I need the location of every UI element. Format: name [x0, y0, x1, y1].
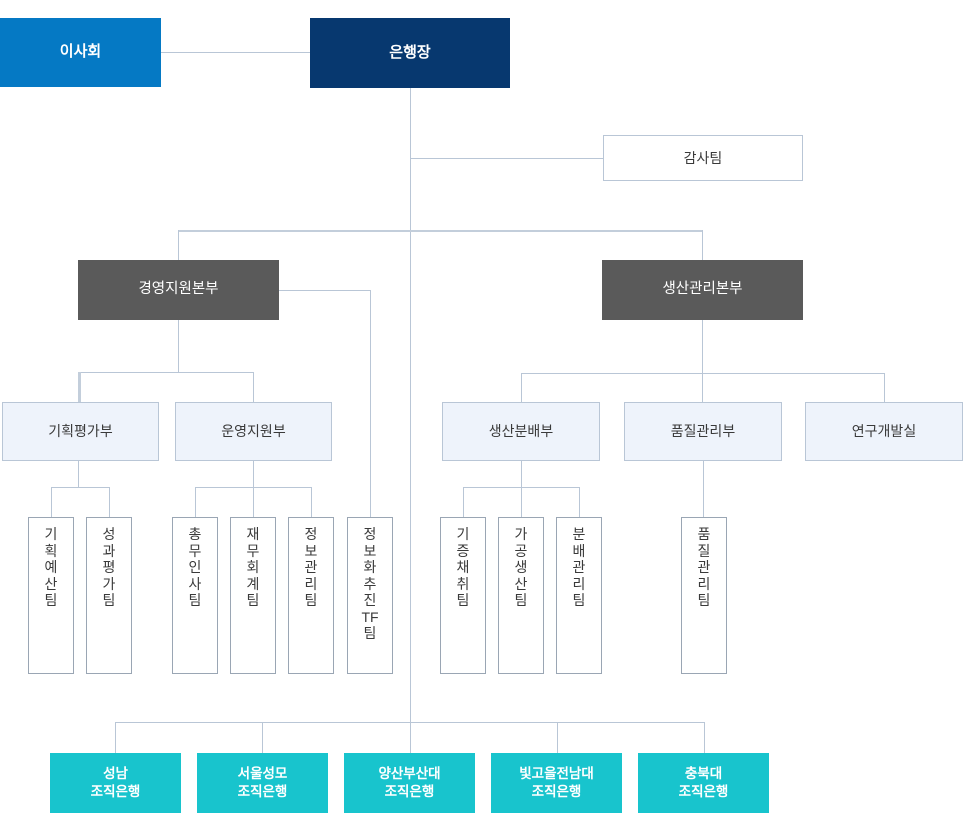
node-branch-seoul-st-marys-label: 서울성모 조직은행	[237, 765, 288, 799]
connector-left-dept-bus	[79, 372, 254, 373]
connector-team3-drop	[195, 487, 196, 517]
connector-right-division-drop	[702, 320, 703, 373]
node-department-production-distribution[interactable]: 생산분배부	[442, 402, 600, 461]
connector-team5-drop	[311, 487, 312, 517]
connector-branch4-drop	[557, 722, 558, 753]
node-branch-seongnam[interactable]: 성남 조직은행	[50, 753, 181, 813]
connector-right-dept3-drop	[884, 373, 885, 402]
node-ceo-label: 은행장	[389, 43, 431, 61]
connector-team8-drop	[521, 487, 522, 517]
connector-dept4-drop	[703, 461, 704, 517]
node-department-research-development-label: 연구개발실	[851, 423, 917, 440]
connector-division-bus	[178, 230, 703, 232]
connector-division-tf-vertical	[370, 290, 371, 517]
connector-left-dept2-drop	[253, 372, 254, 402]
connector-branch3-drop	[410, 722, 411, 753]
node-branch-bitgoeul-chonnam-national-label: 빛고을전남대 조직은행	[519, 765, 594, 799]
connector-team9-drop	[579, 487, 580, 517]
node-department-production-distribution-label: 생산분배부	[488, 423, 554, 440]
connector-right-dept2-drop	[702, 373, 703, 402]
connector-team4-drop	[253, 487, 254, 517]
node-division-management-support-label: 경영지원본부	[138, 281, 219, 298]
connector-right-dept1-drop	[521, 373, 522, 402]
connector-left-division-drop	[178, 320, 179, 372]
node-department-planning-evaluation[interactable]: 기획평가부	[2, 402, 159, 461]
node-audit-team-label: 감사팀	[683, 149, 723, 166]
node-audit-team[interactable]: 감사팀	[603, 135, 803, 181]
node-department-planning-evaluation-label: 기획평가부	[48, 423, 113, 440]
node-division-production-management-label: 생산관리본부	[662, 281, 743, 298]
node-branch-chungbuk-national[interactable]: 충북대 조직은행	[638, 753, 769, 813]
connector-team7-drop	[463, 487, 464, 517]
connector-division-tf-horizontal	[278, 290, 370, 291]
connector-ceo-trunk	[410, 88, 411, 723]
connector-dept2-drop	[253, 461, 254, 487]
connector-branch1-drop	[115, 722, 116, 753]
connector-team2-drop	[109, 487, 110, 517]
node-department-research-development[interactable]: 연구개발실	[805, 402, 963, 461]
node-board-of-directors-label: 이사회	[59, 43, 102, 61]
node-board-of-directors[interactable]: 이사회	[0, 18, 161, 87]
node-branch-chungbuk-national-label: 충북대 조직은행	[678, 765, 729, 799]
node-department-quality-management[interactable]: 품질관리부	[624, 402, 782, 461]
node-ceo[interactable]: 은행장	[310, 18, 510, 88]
connector-branch2-drop	[262, 722, 263, 753]
connector-dept1-drop	[78, 461, 79, 487]
connector-team1-drop	[51, 487, 52, 517]
connector-ceo-audit	[410, 158, 603, 159]
connector-dept3-drop	[521, 461, 522, 487]
node-branch-seongnam-label: 성남 조직은행	[90, 765, 141, 799]
connector-board-ceo	[161, 52, 310, 53]
connector-left-dept1-drop	[78, 372, 81, 402]
node-department-operation-support[interactable]: 운영지원부	[175, 402, 332, 461]
connector-dept1-team-bus	[51, 487, 109, 488]
connector-division-left-drop	[178, 230, 179, 260]
node-branch-bitgoeul-chonnam-national[interactable]: 빛고을전남대 조직은행	[491, 753, 622, 813]
node-division-production-management[interactable]: 생산관리본부	[602, 260, 803, 320]
node-department-operation-support-label: 운영지원부	[221, 423, 286, 440]
node-branch-yangsan-pusan-national[interactable]: 양산부산대 조직은행	[344, 753, 475, 813]
node-division-management-support[interactable]: 경영지원본부	[78, 260, 279, 320]
node-branch-seoul-st-marys[interactable]: 서울성모 조직은행	[197, 753, 328, 813]
connector-division-right-drop	[702, 230, 703, 260]
connector-right-dept-bus	[521, 373, 885, 374]
node-branch-yangsan-pusan-national-label: 양산부산대 조직은행	[378, 765, 441, 799]
connector-branch5-drop	[704, 722, 705, 753]
node-department-quality-management-label: 품질관리부	[670, 423, 736, 440]
